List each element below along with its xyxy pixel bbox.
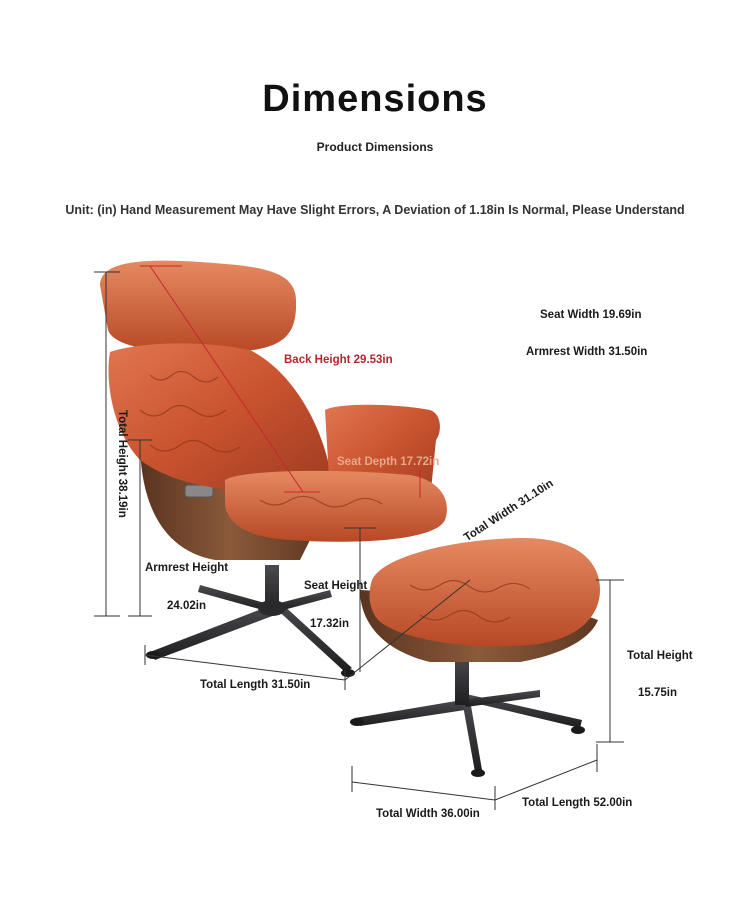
total-width-bottom-label: Total Width 36.00in (376, 808, 480, 820)
back-height-label: Back Height 29.53in (284, 354, 393, 366)
total-length-bottom-label: Total Length 52.00in (522, 797, 633, 809)
total-length-chair-label: Total Length 31.50in (200, 679, 311, 691)
seat-width-label: Seat Width 19.69in (540, 309, 642, 321)
seat-depth-label: Seat Depth 17.72in (337, 456, 440, 468)
page-title: Dimensions (262, 78, 488, 120)
seat-height-label: Seat Height (304, 580, 368, 592)
seat-height-value: 17.32in (310, 618, 349, 630)
ottoman-total-height-label: Total Height (627, 650, 693, 662)
chair-base (146, 565, 355, 677)
armrest-width-label: Armrest Width 31.50in (526, 346, 648, 358)
chair-cushions (100, 260, 447, 542)
page-subtitle: Product Dimensions (316, 140, 434, 154)
back-height-line (140, 265, 421, 498)
unit-note: Unit: (in) Hand Measurement May Have Sli… (65, 203, 685, 217)
ottoman-total-height-value: 15.75in (638, 687, 677, 699)
dimension-lines (94, 271, 624, 810)
total-height-chair-label: Total Height 38.19in (116, 410, 128, 518)
ottoman (350, 537, 600, 777)
armrest-height-label: Armrest Height (145, 562, 229, 574)
armrest-height-value: 24.02in (167, 600, 206, 612)
